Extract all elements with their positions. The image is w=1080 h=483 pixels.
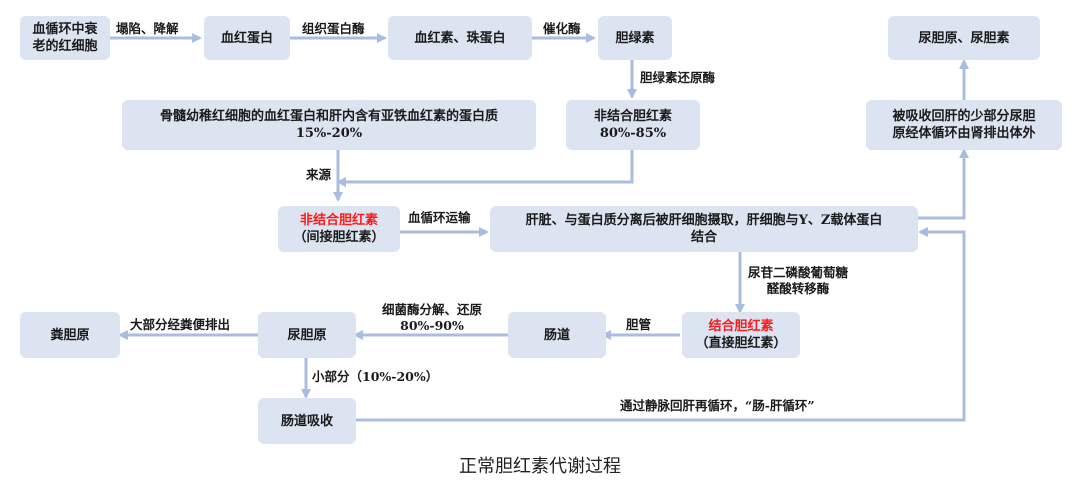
- node-fecal-urobilinogen: 粪胆原: [20, 312, 120, 358]
- arrow-liver-reabsorbed: [918, 148, 969, 220]
- node-unconjugated-indirect: 非结合胆红素 （间接胆红素）: [278, 206, 400, 252]
- label-feces-excretion: 大部分经粪便排出: [130, 317, 231, 332]
- label-bile-duct: 胆管: [626, 317, 652, 332]
- node-liver-uptake-line2: 结合: [690, 230, 717, 245]
- node-conjugated-direct: 结合胆红素 （直接胆红素）: [682, 312, 800, 358]
- label-transport: 血循环运输: [408, 210, 471, 225]
- node-other-sources-line1: 骨髓幼稚红细胞的血红蛋白和肝内含有亚铁血红素的蛋白质: [159, 109, 498, 124]
- label-small-part: 小部分（10%-20%）: [312, 369, 439, 384]
- node-biliverdin: 胆绿素: [598, 16, 672, 60]
- label-bacterial: 细菌酶分解、还原 80%-90%: [382, 302, 482, 334]
- label-source: 来源: [306, 167, 332, 182]
- node-biliverdin-label: 胆绿素: [615, 30, 655, 46]
- node-intestine: 肠道: [508, 312, 606, 358]
- node-intestinal-absorption-label: 肠道吸收: [280, 413, 333, 429]
- node-heme-globin: 血红素、珠蛋白: [388, 16, 532, 60]
- node-reabsorbed-line1: 被吸收回肝的少部分尿胆: [892, 109, 1036, 124]
- arrow-unconj-merge: [336, 150, 634, 187]
- label-heme-oxygenase: 组织蛋白酶: [302, 21, 365, 36]
- node-urobilinogen-urobilin: 尿胆原、尿胆素: [888, 16, 1040, 60]
- figure-caption: 正常胆红素代谢过程: [459, 456, 621, 477]
- node-unconjugated-top-line2: 80%-85%: [599, 126, 667, 141]
- label-biliverdin-reductase: 胆绿素还原酶: [640, 70, 716, 85]
- node-liver-uptake: 肝脏、与蛋白质分离后被肝细胞摄取，肝细胞与Y、Z载体蛋白 结合: [490, 206, 918, 252]
- node-intestinal-absorption: 肠道吸收: [258, 398, 356, 444]
- arrow-enterohepatic: [355, 227, 966, 422]
- node-unconjugated-indirect-line1: 非结合胆红素: [299, 213, 378, 228]
- label-ugt-line2: 醛酸转移酶: [766, 281, 830, 296]
- node-fecal-urobilinogen-label: 粪胆原: [50, 327, 90, 343]
- node-urobilinogen-label: 尿胆原: [287, 327, 327, 343]
- node-hemoglobin: 血红蛋白: [204, 16, 290, 60]
- node-aged-rbc: 血循环中衰 老的红细胞: [20, 16, 110, 60]
- node-hemoglobin-label: 血红蛋白: [220, 30, 273, 46]
- node-heme-globin-label: 血红素、珠蛋白: [414, 30, 506, 46]
- label-enterohepatic: 通过静脉回肝再循环，“肠-肝循环”: [620, 398, 815, 413]
- node-liver-uptake-line1: 肝脏、与蛋白质分离后被肝细胞摄取，肝细胞与Y、Z载体蛋白: [525, 213, 883, 228]
- node-aged-rbc-line2: 老的红细胞: [32, 39, 98, 54]
- node-urobilinogen-urobilin-label: 尿胆原、尿胆素: [918, 30, 1010, 46]
- node-unconjugated-top-line1: 非结合胆红素: [593, 109, 672, 124]
- node-urobilinogen: 尿胆原: [258, 312, 356, 358]
- node-reabsorbed-line2: 原经体循环由肾排出体外: [892, 126, 1036, 141]
- node-conjugated-direct-line2: （直接胆红素）: [695, 336, 787, 351]
- label-bacterial-line1: 细菌酶分解、还原: [382, 302, 483, 317]
- label-ugt: 尿苷二磷酸葡萄糖 醛酸转移酶: [748, 265, 848, 297]
- node-intestine-label: 肠道: [543, 327, 570, 343]
- label-ugt-line1: 尿苷二磷酸葡萄糖: [748, 265, 849, 280]
- label-bacterial-line2: 80%-90%: [400, 318, 464, 333]
- label-collapse: 塌陷、降解: [116, 21, 179, 36]
- label-catalase: 催化酶: [543, 21, 581, 36]
- node-conjugated-direct-line1: 结合胆红素: [708, 319, 774, 334]
- node-unconjugated-indirect-line2: （间接胆红素）: [293, 230, 385, 245]
- node-unconjugated-top: 非结合胆红素 80%-85%: [566, 100, 700, 150]
- node-other-sources: 骨髓幼稚红细胞的血红蛋白和肝内含有亚铁血红素的蛋白质 15%-20%: [122, 100, 536, 150]
- node-reabsorbed: 被吸收回肝的少部分尿胆 原经体循环由肾排出体外: [866, 100, 1062, 150]
- node-aged-rbc-line1: 血循环中衰: [32, 22, 98, 37]
- node-other-sources-line2: 15%-20%: [295, 126, 363, 141]
